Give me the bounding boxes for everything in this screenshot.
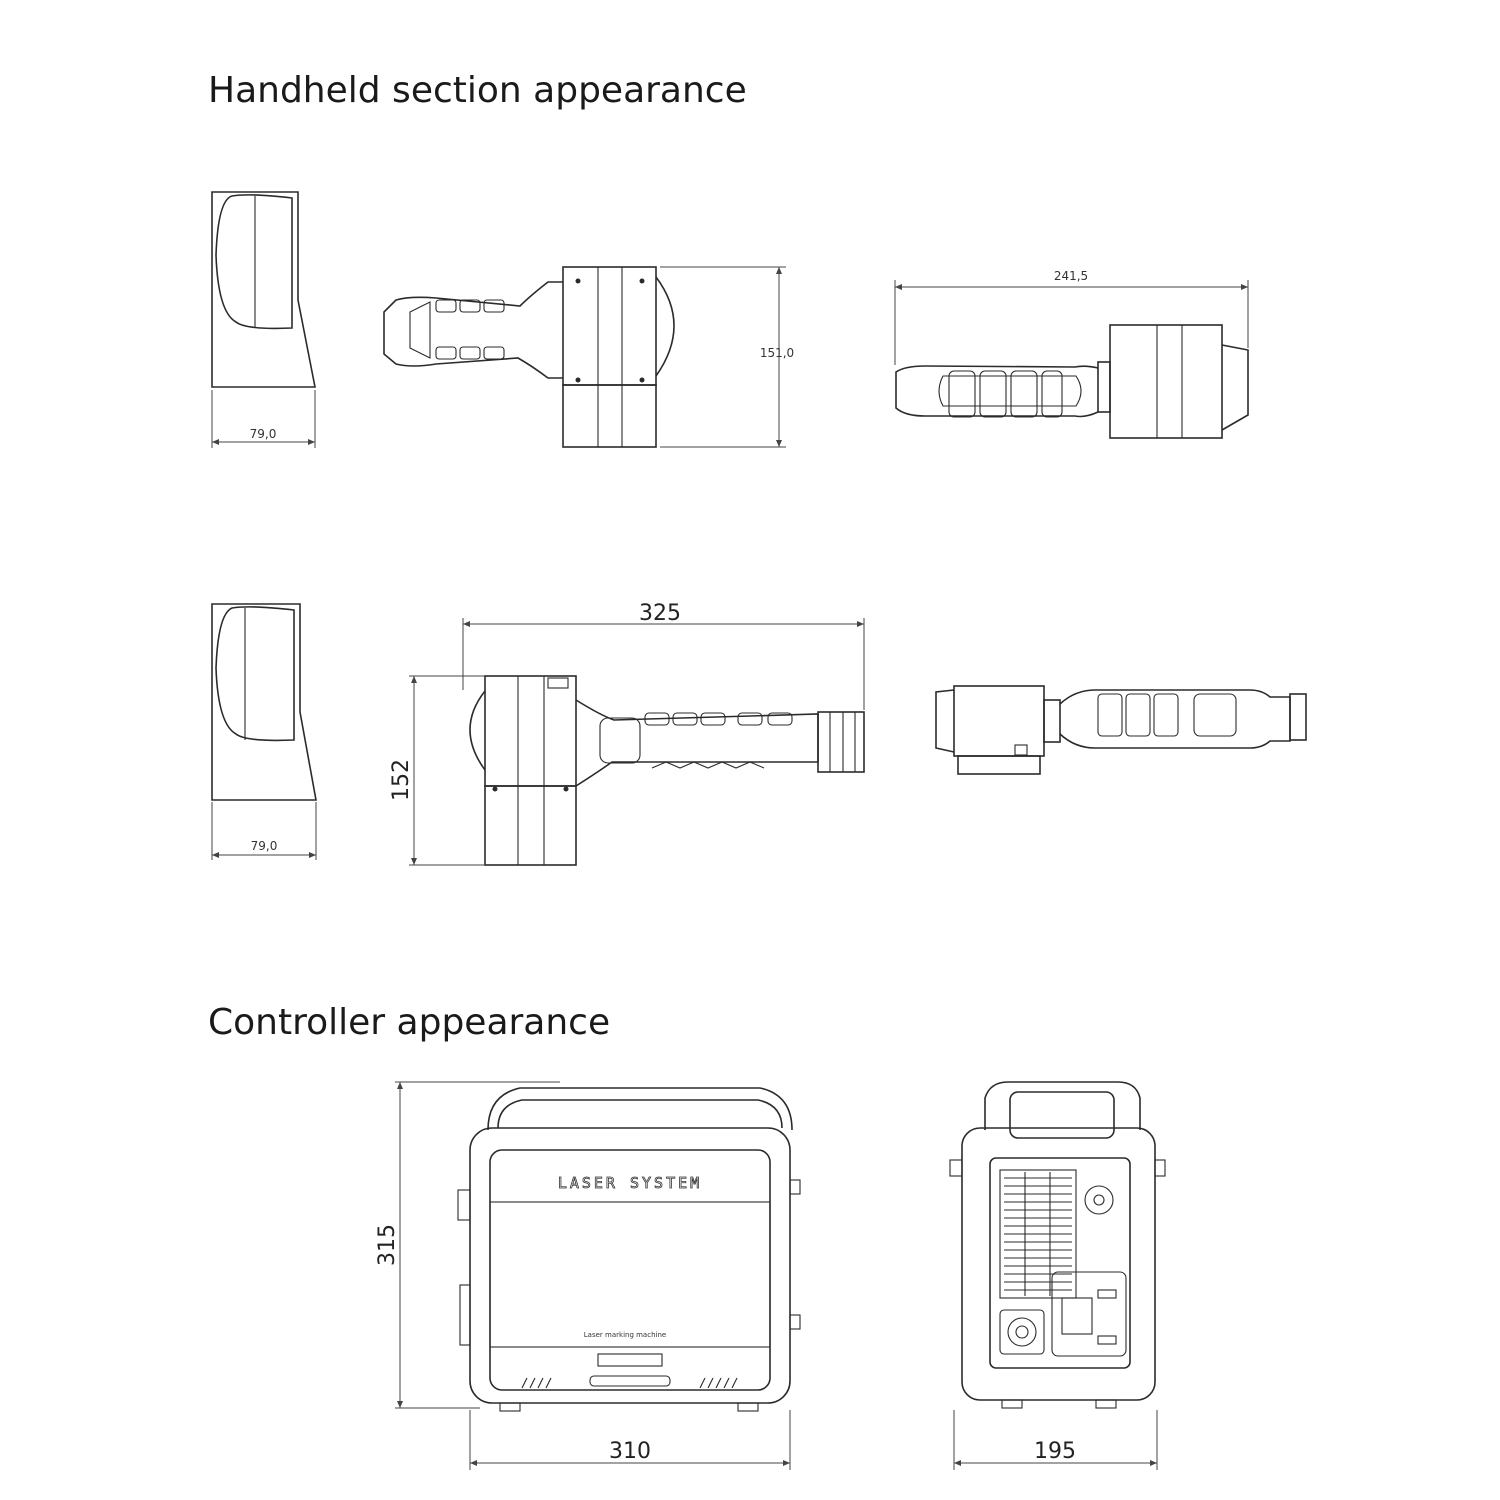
panel-caption: Laser marking machine: [584, 1331, 666, 1339]
handheld-front-view-top: 79,0: [211, 191, 316, 448]
controller-front-view: LASER SYSTEM Laser marking machine 315 3…: [375, 1081, 801, 1470]
dim-label-side-height-bottom: 152: [389, 759, 414, 801]
handheld-section-title: Handheld section appearance: [208, 70, 747, 111]
dim-label-front-width-bottom: 79,0: [251, 839, 278, 853]
dim-label-controller-height: 315: [375, 1224, 400, 1266]
controller-section-title: Controller appearance: [208, 1002, 611, 1043]
brand-label: LASER SYSTEM: [558, 1174, 702, 1192]
handheld-side-view-bottom: 325 152: [389, 601, 865, 866]
handheld-front-view-bottom: 79,0: [211, 603, 317, 860]
handheld-top-view-bottom: [935, 685, 1307, 775]
dim-label-top-length: 241,5: [1054, 269, 1088, 283]
dim-label-front-width-top: 79,0: [250, 427, 277, 441]
controller-side-view: 195: [949, 1081, 1166, 1470]
dim-label-controller-depth: 195: [1034, 1439, 1076, 1464]
handheld-top-view-top: 241,5: [894, 269, 1249, 439]
handheld-side-view-top: 151,0: [383, 266, 794, 448]
dim-label-controller-width: 310: [609, 1439, 651, 1464]
dim-label-side-height-top: 151,0: [760, 346, 794, 360]
dim-label-side-length-bottom: 325: [639, 601, 681, 626]
